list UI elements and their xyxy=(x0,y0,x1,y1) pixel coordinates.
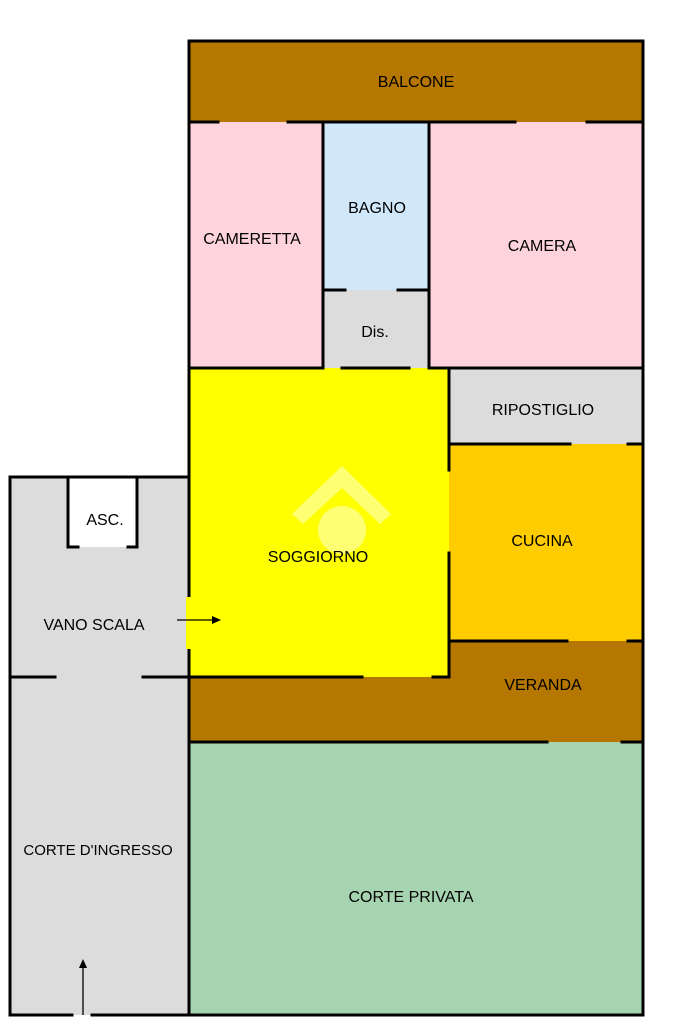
room-asc xyxy=(68,477,137,547)
label-soggiorno: SOGGIORNO xyxy=(268,549,368,566)
label-asc: ASC. xyxy=(86,512,123,529)
label-corte-privata: CORTE PRIVATA xyxy=(348,889,473,906)
walls xyxy=(8,39,645,1017)
label-cameretta: CAMERETTA xyxy=(203,231,301,248)
room-cameretta xyxy=(189,122,323,368)
house-logo-icon xyxy=(292,466,391,554)
arrow-icon xyxy=(177,616,221,624)
entry-door-opening xyxy=(186,597,192,649)
room-corte-ingresso xyxy=(10,677,189,1015)
arrow-icon xyxy=(79,959,87,1015)
room-dis xyxy=(323,290,429,368)
room-camera xyxy=(429,122,643,368)
room-veranda xyxy=(189,641,643,742)
room-corte-privata xyxy=(189,742,643,1015)
room-cucina xyxy=(449,444,643,641)
label-bagno: BAGNO xyxy=(348,200,406,217)
room-bagno xyxy=(323,122,429,290)
room-ripostiglio xyxy=(449,368,643,444)
label-veranda: VERANDA xyxy=(504,677,582,694)
label-corte-ingresso: CORTE D'INGRESSO xyxy=(23,842,172,859)
label-cucina: CUCINA xyxy=(511,533,573,550)
label-balcone: BALCONE xyxy=(378,74,454,91)
label-ripostiglio: RIPOSTIGLIO xyxy=(492,402,594,419)
label-camera: CAMERA xyxy=(508,238,577,255)
label-vano-scala: VANO SCALA xyxy=(43,617,144,634)
label-dis: Dis. xyxy=(361,324,389,341)
room-soggiorno xyxy=(189,368,449,677)
room-balcone xyxy=(189,41,643,122)
